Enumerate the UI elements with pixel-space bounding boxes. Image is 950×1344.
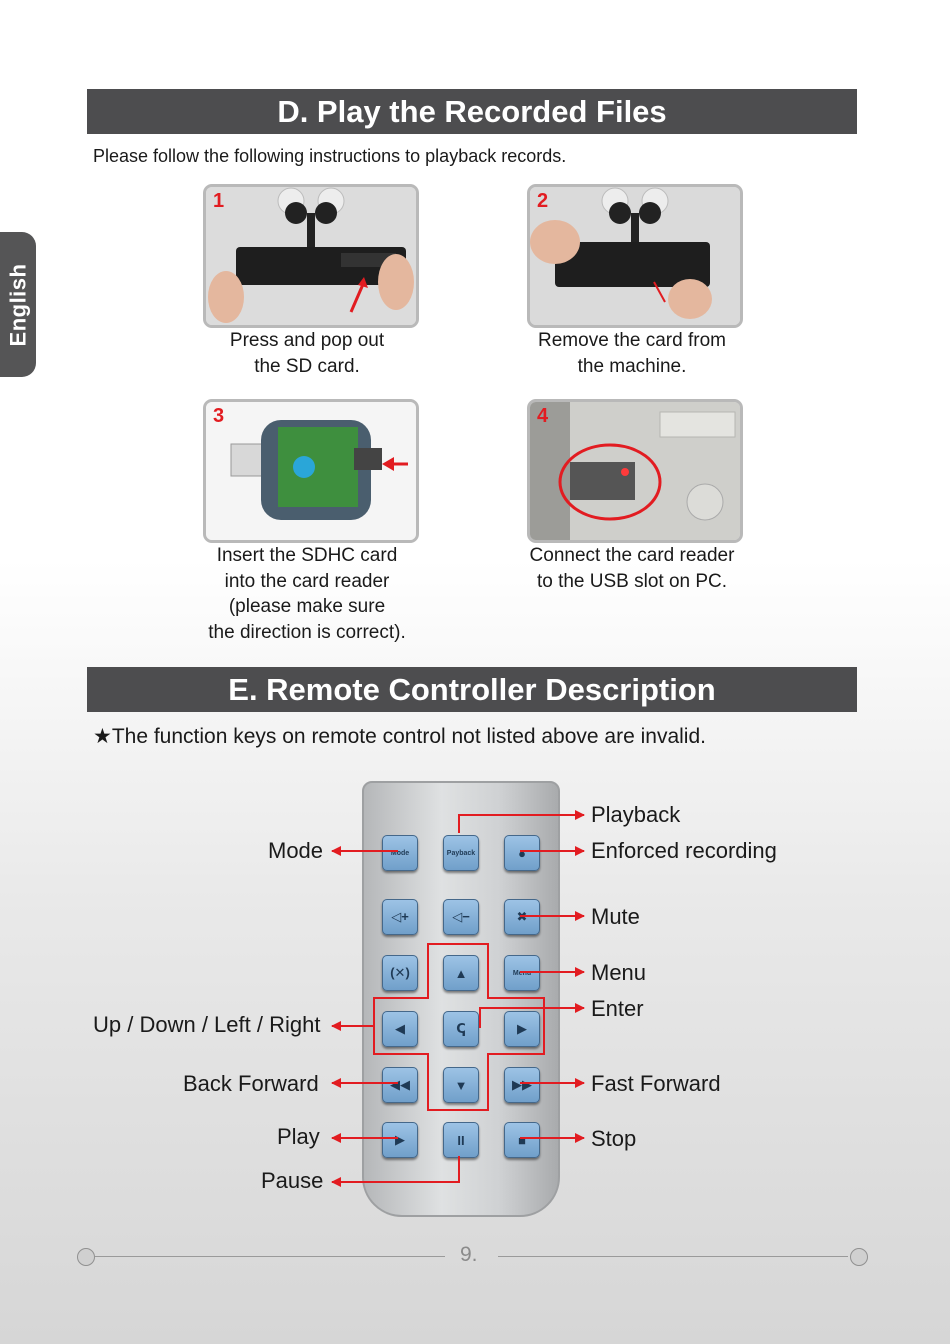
cancel-key: (✕)	[382, 955, 418, 991]
mode-key: Mode	[382, 835, 418, 871]
step-2-caption: Remove the card from the machine.	[502, 328, 762, 379]
pause-arrow	[331, 1156, 460, 1187]
footer-rule-right	[498, 1256, 848, 1257]
down-key: ▼	[443, 1067, 479, 1103]
direction-outline	[373, 943, 545, 1111]
right-screw-icon	[850, 1248, 868, 1266]
pc-usb-image	[530, 402, 740, 540]
invalid-keys-note: ★The function keys on remote control not…	[93, 725, 706, 748]
caption-line: the machine.	[577, 355, 687, 377]
dashcam-image	[530, 187, 740, 325]
dashcam-image	[206, 187, 416, 325]
enforced-recording-key: ●	[504, 835, 540, 871]
stop-key: ■	[504, 1122, 540, 1158]
caption-line: the SD card.	[254, 355, 360, 377]
caption-line: Press and pop out	[229, 330, 385, 351]
step-1-photo: 1	[203, 184, 419, 328]
right-key: ▶	[504, 1011, 540, 1047]
section-e-title: E. Remote Controller Description	[87, 667, 857, 712]
card-reader-image	[206, 402, 416, 540]
left-screw-icon	[77, 1248, 95, 1266]
mode-label: Mode	[268, 838, 324, 863]
menu-label: Menu	[591, 960, 647, 985]
caption-line: the direction is correct).	[208, 621, 406, 643]
enforced-recording-label: Enforced recording	[591, 838, 777, 863]
up-key: ▲	[443, 955, 479, 991]
caption-line: to the USB slot on PC.	[536, 570, 728, 592]
pause-key: II	[443, 1122, 479, 1158]
step-4-number: 4	[537, 405, 549, 427]
directions-label: Up / Down / Left / Right	[93, 1012, 321, 1037]
caption-line: Connect the card reader	[529, 545, 735, 566]
enter-label: Enter	[591, 996, 644, 1021]
play-key: ▶	[382, 1122, 418, 1158]
mute-label: Mute	[591, 904, 640, 929]
step-3-photo: 3	[203, 399, 419, 543]
enter-arrow	[479, 1003, 585, 1028]
back-forward-label: Back Forward	[183, 1071, 319, 1096]
section-d-title: D. Play the Recorded Files	[87, 89, 857, 134]
playback-arrow	[458, 810, 585, 833]
enter-key: ↅ	[443, 1011, 479, 1047]
rewind-key: ◀◀	[382, 1067, 418, 1103]
playback-label: Playback	[591, 802, 681, 827]
step-4-caption: Connect the card reader to the USB slot …	[502, 543, 762, 594]
playback-key: Payback	[443, 835, 479, 871]
left-key: ◀	[382, 1011, 418, 1047]
step-1-number: 1	[213, 190, 225, 212]
volume-down-key: ◁−	[443, 899, 479, 935]
caption-line: Insert the SDHC card	[216, 545, 398, 566]
volume-up-key: ◁+	[382, 899, 418, 935]
caption-line: Remove the card from	[538, 330, 726, 351]
step-2-photo: 2	[527, 184, 743, 328]
fast-forward-label: Fast Forward	[591, 1071, 721, 1096]
page-number: 9.	[460, 1243, 478, 1266]
footer-rule-left	[95, 1256, 445, 1257]
step-2-number: 2	[537, 190, 549, 212]
step-3-number: 3	[213, 405, 225, 427]
play-label: Play	[277, 1124, 320, 1149]
intro-text: Please follow the following instructions…	[93, 146, 567, 166]
pause-label: Pause	[261, 1168, 324, 1193]
step-4-photo: 4	[527, 399, 743, 543]
fast-forward-key: ▶▶	[504, 1067, 540, 1103]
step-3-caption: Insert the SDHC card into the card reade…	[177, 543, 437, 645]
step-1-caption: Press and pop out the SD card.	[177, 328, 437, 379]
language-tab: English	[0, 232, 36, 377]
stop-label: Stop	[591, 1126, 637, 1151]
caption-line: into the card reader	[224, 570, 390, 592]
caption-line: (please make sure	[228, 596, 386, 617]
